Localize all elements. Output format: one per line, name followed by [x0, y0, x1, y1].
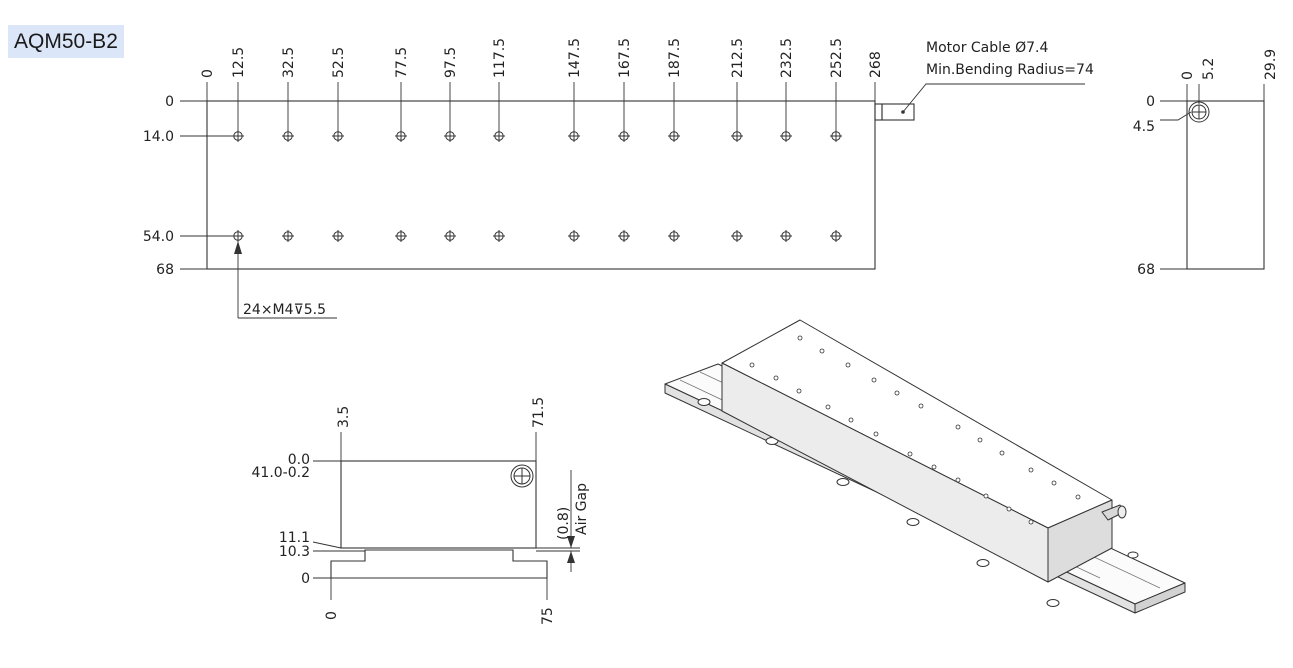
magnet-track: [330, 549, 548, 579]
x-mark-252-5: 252.5: [829, 38, 845, 78]
end-left-mark-0-0: 0.0: [288, 452, 310, 468]
hole: [331, 129, 345, 143]
top-view-x-labels: 0 12.5 32.5 52.5 77.5 97.5 117.5 147.5 1…: [200, 38, 884, 78]
hole-callout-text: 24×M4⊽5.5: [243, 302, 326, 318]
end-left-mark-0: 0: [301, 571, 310, 587]
x-mark-77-5: 77.5: [394, 47, 410, 78]
y-mark-54: 54.0: [143, 229, 174, 245]
hole: [443, 229, 457, 243]
end-bottom-mark-0: 0: [324, 611, 340, 620]
forcer-top-holes: [749, 335, 1081, 525]
hole: [492, 229, 506, 243]
side-x-mark-0: 0: [1180, 71, 1196, 80]
mounting-holes: [231, 129, 843, 243]
x-mark-0: 0: [200, 69, 216, 78]
side-view: 0 5.2 29.9 0 4.5 68: [1133, 49, 1279, 278]
side-view-outline: [1186, 100, 1265, 270]
end-bottom-mark-75: 75: [540, 607, 556, 625]
hole-callout: 24×M4⊽5.5: [234, 241, 337, 319]
x-mark-268: 268: [868, 51, 884, 78]
x-mark-167-5: 167.5: [617, 38, 633, 78]
x-mark-187-5: 187.5: [667, 38, 683, 78]
motor-cable: [881, 103, 915, 121]
hole: [281, 129, 295, 143]
air-gap-value: (0.8): [556, 507, 572, 540]
base-plate-end: [1134, 582, 1186, 614]
top-view-x-extensions: [206, 82, 876, 131]
cable-note-line-2: Min.Bending Radius=74: [926, 62, 1094, 78]
hole: [730, 229, 744, 243]
hole: [443, 129, 457, 143]
hole: [667, 229, 681, 243]
x-mark-12-5: 12.5: [231, 47, 247, 78]
end-top-mark-3-5: 3.5: [336, 406, 352, 428]
y-mark-68: 68: [156, 262, 174, 278]
top-view: Motor Cable Ø7.4 Min.Bending Radius=74 0…: [143, 38, 1094, 319]
air-gap-label: Air Gap: [574, 483, 590, 535]
cable-note-line-1: Motor Cable Ø7.4: [926, 40, 1048, 56]
x-mark-212-5: 212.5: [730, 38, 746, 78]
x-mark-52-5: 52.5: [331, 47, 347, 78]
hole: [492, 129, 506, 143]
model-title: AQM50-B2: [8, 25, 124, 58]
side-y-mark-4-5: 4.5: [1133, 119, 1155, 135]
end-left-mark-41: 41.0-0.2: [252, 465, 311, 481]
track-holes: [697, 398, 1139, 607]
hole: [730, 129, 744, 143]
x-mark-32-5: 32.5: [281, 47, 297, 78]
x-mark-117-5: 117.5: [492, 38, 508, 78]
hole: [829, 229, 843, 243]
hole: [394, 129, 408, 143]
hole: [617, 129, 631, 143]
hole: [779, 229, 793, 243]
cable-gland: [874, 103, 883, 121]
hole: [331, 229, 345, 243]
end-cable-circle: [510, 464, 534, 488]
hole: [281, 229, 295, 243]
air-gap-dimension: (0.8) Air Gap: [536, 470, 590, 572]
top-view-y-dims: 0 14.0 54.0 68: [143, 94, 238, 278]
hole: [231, 229, 245, 243]
x-mark-97-5: 97.5: [443, 47, 459, 78]
hole: [779, 129, 793, 143]
side-y-mark-0: 0: [1146, 94, 1155, 110]
x-mark-232-5: 232.5: [779, 38, 795, 78]
hole: [231, 129, 245, 143]
top-view-outline: [206, 100, 876, 270]
y-mark-0: 0: [165, 94, 174, 110]
cable-leader: [902, 83, 1085, 113]
hole: [394, 229, 408, 243]
y-mark-14: 14.0: [143, 129, 174, 145]
end-view: 3.5 71.5 0.0 41.0-0.2 11.1 10.3 0 0 75 (…: [252, 397, 591, 625]
end-left-mark-11-1: 11.1: [279, 530, 310, 546]
side-x-mark-29-9: 29.9: [1263, 49, 1279, 80]
forcer-body: [340, 460, 537, 549]
hole: [829, 129, 843, 143]
hole: [567, 229, 581, 243]
end-left-mark-10-3: 10.3: [279, 544, 310, 560]
hole: [667, 129, 681, 143]
forcer-end: [1047, 499, 1113, 583]
isometric-view: [664, 319, 1186, 614]
hole: [617, 229, 631, 243]
side-y-mark-68: 68: [1137, 262, 1155, 278]
hole: [567, 129, 581, 143]
x-mark-147-5: 147.5: [567, 38, 583, 78]
side-x-mark-5-2: 5.2: [1201, 58, 1217, 80]
end-top-mark-71-5: 71.5: [531, 397, 547, 428]
